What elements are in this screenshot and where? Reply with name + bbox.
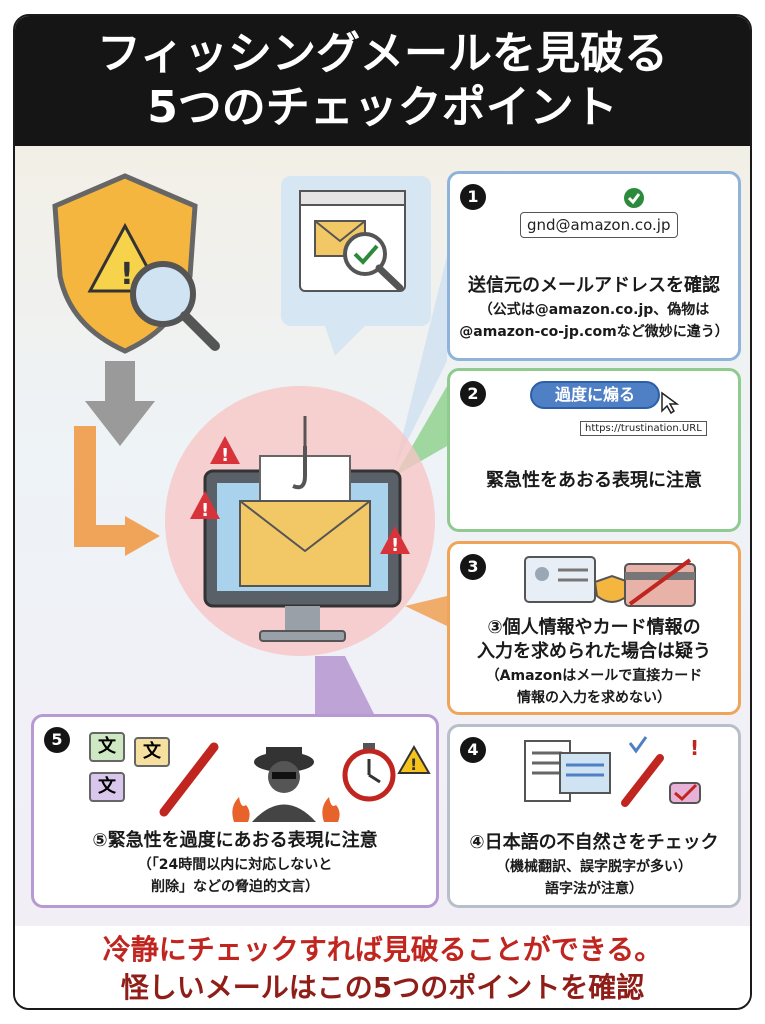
envelope-icon: [239, 455, 371, 587]
arrow-right-stem: [74, 426, 130, 547]
credit-card-icon: [624, 558, 696, 607]
ray-orange: [405, 596, 447, 626]
poster-footer: 冷静にチェックすれば見破ることができる。 怪しいメールはこの5つのポイントを確認: [15, 926, 750, 1008]
svg-text:!: !: [690, 736, 699, 760]
checkpoint-5-sub2: 削除」などの脅迫的文言）: [151, 879, 319, 895]
checkpoint-3-title2: 入力を求められた場合は疑う: [477, 641, 711, 662]
arrow-right-head: [125, 516, 160, 556]
checkpoint-2-title: 緊急性をあおる表現に注意: [486, 470, 702, 491]
bubble-tail: [325, 326, 365, 356]
checkpoint-card-3: 3 ③個人情報やカード情報の 入力を求められた場合は疑う （Amazonはメール…: [447, 541, 741, 715]
poster-header: フィッシングメールを見破る 5つのチェックポイント: [15, 16, 750, 146]
checkpoint-1-sub2: @amazon-co-jp.comなど微妙に違う）: [459, 324, 729, 340]
svg-text:!: !: [391, 535, 399, 556]
checkpoint-card-1: 1 gnd@amazon.co.jp 送信元のメールアドレスを確認 （公式は@a…: [447, 171, 741, 361]
stopwatch-icon: [342, 743, 396, 802]
checkpoint-card-5: 5 文 文 文: [31, 714, 439, 908]
warning-icon: ! ! !: [190, 436, 410, 556]
checkpoint-number-3: 3: [460, 554, 486, 580]
fire-icon: [232, 797, 340, 822]
checkpoint-4-sub2: 語字法が注意）: [545, 881, 643, 897]
svg-text:!: !: [120, 257, 134, 292]
check-circle-icon: [624, 188, 644, 208]
translation-glyph-a: 文: [89, 732, 125, 762]
warning-icon: !: [397, 744, 431, 774]
checkpoint-number-4: 4: [460, 737, 486, 763]
urgent-button-example: 過度に煽る: [530, 381, 660, 409]
header-title-line2: 5つのチェックポイント: [147, 82, 618, 133]
checkpoint-5-sub1: （「24時間以内に対応しないと: [137, 857, 333, 873]
checkpoint-number-2: 2: [460, 381, 486, 407]
svg-text:!: !: [201, 500, 209, 521]
checkpoint-number-5: 5: [44, 727, 70, 753]
illustration-area: !: [15, 146, 750, 926]
mini-shield-icon: [593, 574, 631, 603]
svg-text:!: !: [410, 755, 417, 774]
email-check-icon: [299, 190, 406, 292]
card5-icons: !: [159, 742, 431, 822]
id-and-card-icons: [524, 556, 696, 607]
header-title-line1: フィッシングメールを見破る: [96, 28, 669, 79]
checkpoint-5-title: ⑤緊急性を過度にあおる表現に注意: [92, 830, 378, 851]
svg-text:!: !: [221, 445, 229, 466]
id-card-icon: [524, 556, 596, 603]
illustration-art: !: [52, 173, 447, 716]
phishing-poster: フィッシングメールを見破る 5つのチェックポイント: [13, 14, 752, 1010]
sender-email-example: gnd@amazon.co.jp: [520, 212, 678, 238]
checkpoint-1-sub1: （公式は@amazon.co.jp、偽物は: [478, 302, 710, 318]
ray-blue: [395, 256, 447, 466]
checkpoint-1-title: 送信元のメールアドレスを確認: [468, 275, 720, 296]
documents-icon: !: [524, 736, 701, 807]
cursor-icon: [661, 391, 680, 415]
pencil-icon: [159, 742, 219, 817]
checkpoint-4-sub1: （機械翻訳、誤字脱字が多い）: [496, 859, 692, 875]
translation-glyph-c: 文: [89, 772, 125, 802]
magnifier-icon: [130, 261, 220, 351]
arrow-down: [85, 361, 155, 446]
checkpoint-3-title1: ③個人情報やカード情報の: [487, 617, 701, 638]
checkpoint-card-4: 4 ! ④日本語の不自然さをチェック （機械翻訳、誤字脱字が多い） 語字法が注意…: [447, 724, 741, 908]
phishing-hook-icon: [292, 416, 307, 490]
hacker-icon: [252, 747, 316, 822]
checkpoint-card-2: 2 過度に煽る https://trustination.URL 緊急性をあおる…: [447, 368, 741, 532]
checkpoint-4-title: ④日本語の不自然さをチェック: [469, 832, 719, 853]
ray-purple: [315, 656, 375, 716]
checkpoint-3-sub2: 情報の入力を求めない）: [517, 690, 671, 706]
pencil-icon: [621, 754, 664, 807]
checkpoint-number-1: 1: [460, 184, 486, 210]
checkpoint-3-sub1: （Amazonはメールで直接カード: [485, 668, 703, 684]
translation-glyph-b: 文: [134, 737, 170, 767]
footer-line1: 冷静にチェックすれば見破ることができる。: [102, 933, 663, 966]
url-example: https://trustination.URL: [580, 421, 707, 436]
footer-line2: 怪しいメールはこの5つのポイントを確認: [120, 971, 645, 1004]
